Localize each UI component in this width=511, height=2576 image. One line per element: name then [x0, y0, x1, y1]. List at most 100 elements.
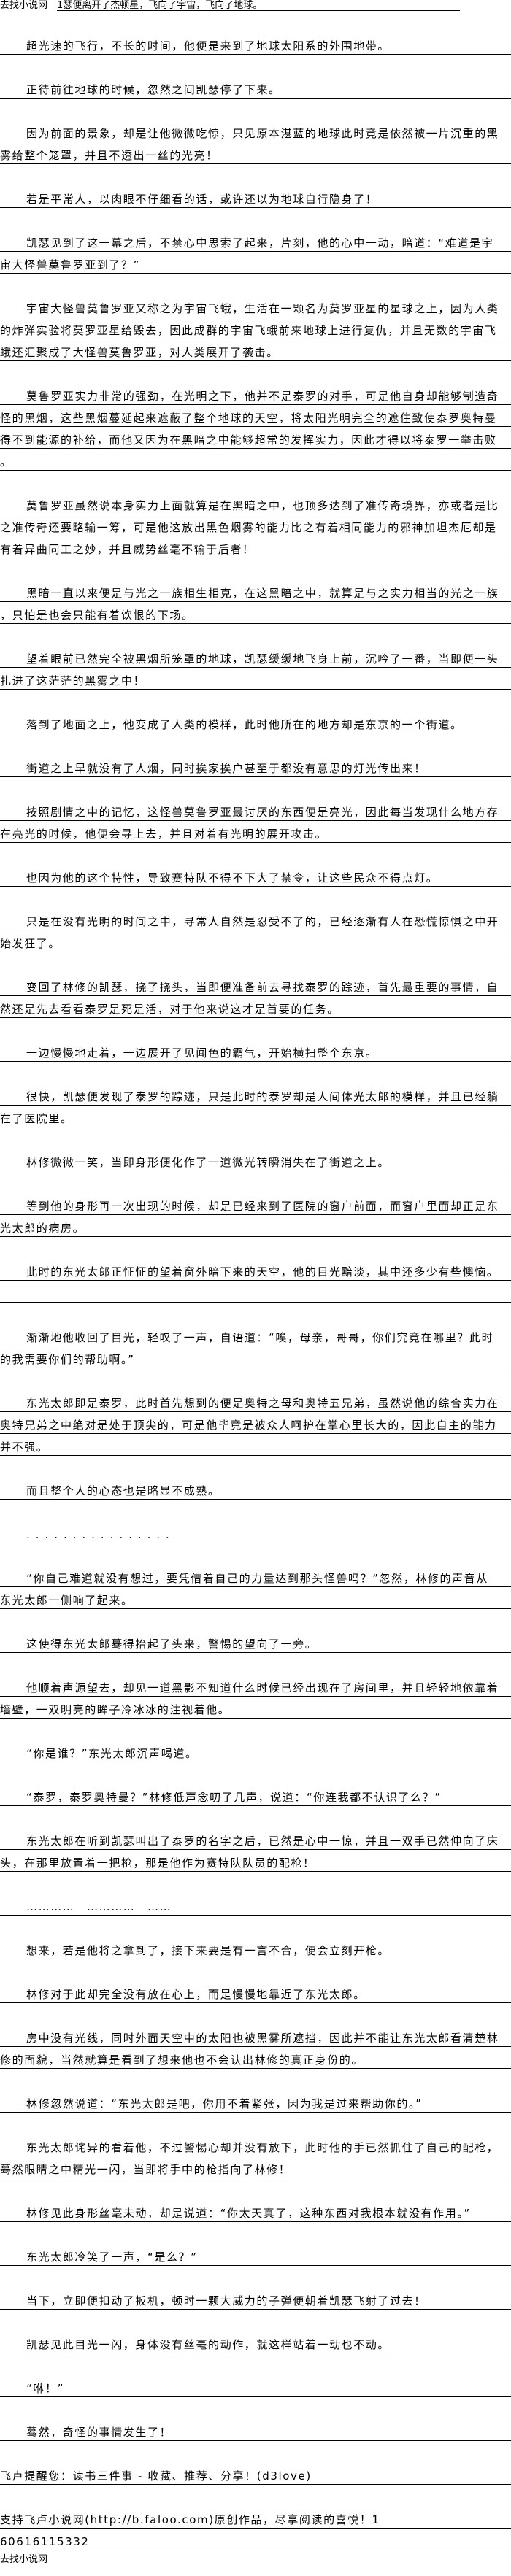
- paragraph: 宇宙大怪兽莫鲁罗亚又称之为宇宙飞蛾，生活在一颗名为莫罗亚星的星球之上，因为人类的…: [0, 296, 511, 361]
- paragraph: 东光太郎冷笑了一声，“是么？”: [0, 2244, 511, 2266]
- paragraph-line: “你是谁？”东光太郎沉声喝道。: [0, 1740, 511, 1762]
- paragraph: 凯瑟见到了这一幕之后，不禁心中思索了起来，片刻，他的心中一动，暗道：“难道是宇宙…: [0, 230, 511, 274]
- paragraph-line: 宇宙大怪兽莫鲁罗亚又称之为宇宙飞蛾，生活在一颗名为莫罗亚星的星球之上，因为人类: [0, 296, 511, 317]
- paragraph: 想来，若是他将之拿到了，接下来要是有一言不合，便会立刻开枪。: [0, 1937, 511, 1959]
- paragraph-line: 雾给整个笼罩，并且不透出一丝的光亮！: [0, 142, 511, 164]
- paragraph: 林修见此身形丝毫未动，却是说道：“你太天真了，这种东西对我根本就没有作用。”: [0, 2200, 511, 2222]
- paragraph: 很快，凯瑟便发现了泰罗的踪迹，只是此时的泰罗却是人间体光太郎的模样，并且已经躺在…: [0, 1084, 511, 1127]
- paragraph: “咻！”: [0, 2375, 511, 2397]
- paragraph-line: . . . . . . . . . . . . . . . .: [0, 1522, 511, 1543]
- paragraph-line: 的我需要你们的帮助啊。”: [0, 1346, 511, 1368]
- paragraph-line: 并不强。: [0, 1434, 511, 1456]
- paragraph-line: 之准传奇还要略输一筹，可是他这放出黑色烟雾的能力比之有着相同能力的邪神加坦杰厄却…: [0, 514, 511, 536]
- paragraph-line: “泰罗，泰罗奥特曼？”林修低声念叨了几声，说道：“你连我都不认识了么？”: [0, 1784, 511, 1806]
- footer-support: 支持飞卢小说网(http://b.faloo.com)原创作品，尽享阅读的喜悦！…: [0, 2507, 511, 2550]
- paragraph-line: 凯瑟见此目光一闪，身体没有丝毫的动作，就这样站着一动也不动。: [0, 2332, 511, 2353]
- footer-reminder: 飞卢提醒您：读书三件事 - 收藏、推荐、分享！(d3love): [0, 2463, 511, 2485]
- paragraph: 变回了林修的凯瑟，挠了挠头，当即便准备前去寻找泰罗的踪迹，首先最重要的事情，自然…: [0, 974, 511, 1018]
- paragraph: 黑暗一直以来便是与光之一族相生相克，在这黑暗之中，就算是与之实力相当的光之一族，…: [0, 580, 511, 624]
- paragraph-line: 莫鲁罗亚实力非常的强劲，在光明之下，他并不是泰罗的对手，可是他自身却能够制造奇: [0, 383, 511, 405]
- paragraph: 只是在没有光明的时间之中，寻常人自然是忍受不了的，已经逐渐有人在恐慌惊惧之中开始…: [0, 909, 511, 952]
- support-line: 60616115332: [0, 2529, 511, 2550]
- paragraph-line: 也因为他的这个特性，导致赛特队不得不下大了禁令，让这些民众不得点灯。: [0, 865, 511, 887]
- paragraph-line: 若是平常人，以肉眼不仔细看的话，或许还以为地球自行隐身了！: [0, 186, 511, 208]
- paragraph-line: 奥特兄弟之中绝对是处于顶尖的，可是他毕竟是被众人呵护在掌心里长大的，因此自主的能…: [0, 1412, 511, 1434]
- paragraph-line: 蓦然眼睛之中精光一闪，当即将手中的枪指向了林修！: [0, 2156, 511, 2178]
- paragraph-line: 一边慢慢地走着，一边展开了见闻色的霸气，开始横扫整个东京。: [0, 1040, 511, 1062]
- paragraph: 莫鲁罗亚实力非常的强劲，在光明之下，他并不是泰罗的对手，可是他自身却能够制造奇怪…: [0, 383, 511, 471]
- paragraph: 东光太郎诧异的看着他，不过警惕心却并没有放下，此时他的手已然抓住了自己的配枪，蓦…: [0, 2135, 511, 2178]
- paragraph-line: 林修对于此却完全没有放在心上，而是慢慢地靠近了东光太郎。: [0, 1981, 511, 2003]
- paragraph-line: 。: [0, 449, 511, 471]
- paragraph: 这使得东光太郎蓦得抬起了头来，警惕的望向了一旁。: [0, 1631, 511, 1653]
- paragraph-line: 头，在那里放置着一把枪，那是他作为赛特队队员的配枪！: [0, 1850, 511, 1872]
- paragraph: 按照剧情之中的记忆，这怪兽莫鲁罗亚最讨厌的东西便是亮光，因此每当发现什么地方存在…: [0, 799, 511, 843]
- paragraph-line: 当下，立即便扣动了扳机，顿时一颗大威力的子弹便朝着凯瑟飞射了过去！: [0, 2288, 511, 2310]
- paragraph: 正待前往地球的时候，忽然之间凯瑟停了下来。: [0, 77, 511, 99]
- paragraph-line: 蛾还汇聚成了大怪兽莫鲁罗亚，对人类展开了袭击。: [0, 339, 511, 361]
- paragraph-line: ，只怕是也会只能有着饮恨的下场。: [0, 602, 511, 624]
- paragraph-line: 蓦然，奇怪的事情发生了！: [0, 2419, 511, 2441]
- paragraph-line: 墙壁，一双明亮的眸子冷冰冰的注视着他。: [0, 1697, 511, 1719]
- paragraph: 林修对于此却完全没有放在心上，而是慢慢地靠近了东光太郎。: [0, 1981, 511, 2003]
- paragraph: 凯瑟见此目光一闪，身体没有丝毫的动作，就这样站着一动也不动。: [0, 2332, 511, 2353]
- paragraph-line: ………… ………… ……: [0, 1894, 511, 1916]
- paragraph: 蓦然，奇怪的事情发生了！: [0, 2419, 511, 2441]
- paragraph-line: 房中没有光线，同时外面天空中的太阳也被黑雾所遮挡，因此并不能让东光太郎看清楚林: [0, 2025, 511, 2047]
- paragraph-line: 此时的东光太郎正怔怔的望着窗外暗下来的天空，他的目光黯淡，其中还多少有些懊恼。: [0, 1259, 511, 1281]
- paragraph-line: 因为前面的景象，却是让他微微吃惊，只见原本湛蓝的地球此时竟是依然被一片沉重的黑: [0, 120, 511, 142]
- reminder-text: 飞卢提醒您：读书三件事 - 收藏、推荐、分享！(d3love): [0, 2463, 511, 2485]
- paragraph-line: 这使得东光太郎蓦得抬起了头来，警惕的望向了一旁。: [0, 1631, 511, 1653]
- paragraph-line: 林修见此身形丝毫未动，却是说道：“你太天真了，这种东西对我根本就没有作用。”: [0, 2200, 511, 2222]
- paragraph-line: 等到他的身形再一次出现的时候，却是已经来到了医院的窗户前面，而窗户里面却正是东: [0, 1193, 511, 1215]
- paragraph: 莫鲁罗亚虽然说本身实力上面就算是在黑暗之中，也顶多达到了准传奇境界，亦或者是比之…: [0, 493, 511, 558]
- paragraph: 等到他的身形再一次出现的时候，却是已经来到了医院的窗户前面，而窗户里面却正是东光…: [0, 1193, 511, 1237]
- paragraph-line: 而且整个人的心态也是略显不成熟。: [0, 1478, 511, 1500]
- paragraph-line: 得不到能源的补给，而他又因为在黑暗之中能够超常的发挥实力，因此才得以将泰罗一举击…: [0, 427, 511, 449]
- paragraph-line: 正待前往地球的时候，忽然之间凯瑟停了下来。: [0, 77, 511, 99]
- paragraph: 而且整个人的心态也是略显不成熟。: [0, 1478, 511, 1500]
- paragraph: 街道之上早就没有了人烟，同时挨家挨户甚至于都没有意思的灯光传出来！: [0, 755, 511, 777]
- paragraph: 林修微微一笑，当即身形便化作了一道微光转瞬消失在了街道之上。: [0, 1149, 511, 1171]
- paragraph-line: “咻！”: [0, 2375, 511, 2397]
- paragraph: ………… ………… ……: [0, 1894, 511, 1916]
- paragraph: 渐渐地他收回了目光，轻叹了一声，自语道：“唉，母亲，哥哥，你们究竟在哪里？此时的…: [0, 1324, 511, 1368]
- paragraph: 一边慢慢地走着，一边展开了见闻色的霸气，开始横扫整个东京。: [0, 1040, 511, 1062]
- paragraph-line: 渐渐地他收回了目光，轻叹了一声，自语道：“唉，母亲，哥哥，你们究竟在哪里？此时: [0, 1324, 511, 1346]
- site-name: 去找小说网: [0, 0, 48, 11]
- paragraph: . . . . . . . . . . . . . . . .: [0, 1522, 511, 1543]
- paragraph: 超光速的飞行，不长的时间，他便是来到了地球太阳系的外围地带。: [0, 33, 511, 55]
- paragraph-line: [0, 1281, 511, 1303]
- paragraph-line: 扎进了这茫茫的黑雾之中！: [0, 668, 511, 690]
- paragraph: 当下，立即便扣动了扳机，顿时一颗大威力的子弹便朝着凯瑟飞射了过去！: [0, 2288, 511, 2310]
- paragraph-line: 黑暗一直以来便是与光之一族相生相克，在这黑暗之中，就算是与之实力相当的光之一族: [0, 580, 511, 602]
- paragraph: 他顺着声源望去，却见一道黑影不知道什么时候已经出现在了房间里，并且轻轻地依靠着墙…: [0, 1675, 511, 1719]
- paragraph-line: 望着眼前已然完全被黑烟所笼罩的地球，凯瑟缓缓地飞身上前，沉吟了一番，当即便一头: [0, 646, 511, 668]
- paragraph: 房中没有光线，同时外面天空中的太阳也被黑雾所遮挡，因此并不能让东光太郎看清楚林修…: [0, 2025, 511, 2069]
- paragraph: 若是平常人，以肉眼不仔细看的话，或许还以为地球自行隐身了！: [0, 186, 511, 208]
- paragraph-line: 宙大怪兽莫鲁罗亚到了？”: [0, 252, 511, 274]
- paragraph-line: 东光太郎一侧响了起来。: [0, 1587, 511, 1609]
- paragraph-line: 林修忽然说道：“东光太郎是吧，你用不着紧张，因为我是过来帮助你的。”: [0, 2091, 511, 2113]
- paragraph-line: 然还是先去看看泰罗是死是活，对于他来说这才是首要的任务。: [0, 996, 511, 1018]
- paragraph-line: 修的面貌，当然就算是看到了想来他也不会认出林修的真正身份的。: [0, 2047, 511, 2069]
- paragraph-line: “你自己难道就没有想过，要凭借着自己的力量达到那头怪兽吗？”忽然，林修的声音从: [0, 1565, 511, 1587]
- paragraph-line: 按照剧情之中的记忆，这怪兽莫鲁罗亚最讨厌的东西便是亮光，因此每当发现什么地方存: [0, 799, 511, 821]
- paragraph: 林修忽然说道：“东光太郎是吧，你用不着紧张，因为我是过来帮助你的。”: [0, 2091, 511, 2113]
- paragraph: 望着眼前已然完全被黑烟所笼罩的地球，凯瑟缓缓地飞身上前，沉吟了一番，当即便一头扎…: [0, 646, 511, 690]
- support-line[interactable]: 支持飞卢小说网(http://b.faloo.com)原创作品，尽享阅读的喜悦！…: [0, 2507, 511, 2529]
- paragraph-line: 很快，凯瑟便发现了泰罗的踪迹，只是此时的泰罗却是人间体光太郎的模样，并且已经躺: [0, 1084, 511, 1106]
- paragraph-line: 莫鲁罗亚虽然说本身实力上面就算是在黑暗之中，也顶多达到了准传奇境界，亦或者是比: [0, 493, 511, 514]
- paragraph-line: 凯瑟见到了这一幕之后，不禁心中思索了起来，片刻，他的心中一动，暗道：“难道是宇: [0, 230, 511, 252]
- paragraph-line: 在了医院里。: [0, 1106, 511, 1127]
- paragraph-line: 他顺着声源望去，却见一道黑影不知道什么时候已经出现在了房间里，并且轻轻地依靠着: [0, 1675, 511, 1697]
- paragraph-line: 超光速的飞行，不长的时间，他便是来到了地球太阳系的外围地带。: [0, 33, 511, 55]
- paragraph-line: 东光太郎诧异的看着他，不过警惕心却并没有放下，此时他的手已然抓住了自己的配枪，: [0, 2135, 511, 2156]
- paragraph-line: 东光太郎即是泰罗，此时首先想到的便是奥特之母和奥特五兄弟，虽然说他的综合实力在: [0, 1390, 511, 1412]
- paragraph: 此时的东光太郎正怔怔的望着窗外暗下来的天空，他的目光黯淡，其中还多少有些懊恼。: [0, 1259, 511, 1303]
- paragraph: 东光太郎在听到凯瑟叫出了泰罗的名字之后，已然是心中一惊，并且一双手已然伸向了床头…: [0, 1828, 511, 1872]
- paragraph-line: 林修微微一笑，当即身形便化作了一道微光转瞬消失在了街道之上。: [0, 1149, 511, 1171]
- chapter-body: 超光速的飞行，不长的时间，他便是来到了地球太阳系的外围地带。正待前往地球的时候，…: [0, 33, 511, 2441]
